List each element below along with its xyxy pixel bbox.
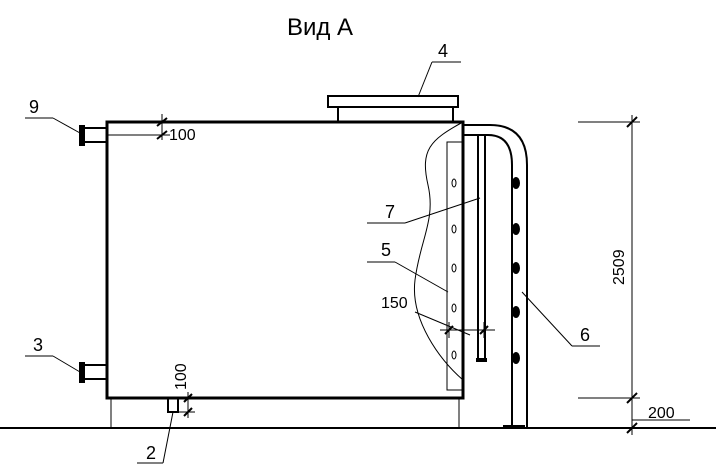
callout-2: 2 [137,411,174,464]
callout-6-text: 6 [580,325,590,345]
dim-bottom-100: 100 [173,363,195,418]
callout-5-text: 5 [381,240,391,260]
callout-7-text: 7 [385,202,395,222]
break-out-line [413,121,464,381]
dim-200: 200 [626,398,690,435]
level-gauge-plate [446,141,463,391]
dim-150-text: 150 [381,295,408,312]
dim-2509-text: 2509 [611,249,628,285]
hatch-neck [337,106,454,123]
callout-3: 3 [25,335,81,373]
callout-5: 5 [367,240,449,293]
dim-top-100-text: 100 [169,127,196,144]
dim-200-text: 200 [648,405,675,422]
nozzle-3 [81,364,108,380]
callout-4: 4 [417,41,461,98]
drain-2 [167,397,179,413]
external-pipe-6-outer [463,124,528,428]
view-title: Вид А [287,14,353,41]
callout-6: 6 [521,291,600,347]
dim-top-100: 100 [107,114,196,144]
dim-bottom-100-text: 100 [173,363,190,390]
level-gauge-marks [451,178,457,360]
callout-9-text: 9 [29,97,39,117]
external-pipe-6-inner [463,134,513,428]
tank-body [105,120,465,400]
hatch-cover [327,95,459,108]
callout-2-text: 2 [146,443,156,463]
callout-7: 7 [367,197,481,224]
callout-4-text: 4 [438,41,448,61]
callout-9: 9 [25,97,81,134]
ladder-rungs [512,177,520,364]
dim-150: 150 [381,295,495,338]
nozzle-9 [81,127,108,143]
callout-3-text: 3 [33,335,43,355]
dim-2509: 2509 [578,115,640,405]
